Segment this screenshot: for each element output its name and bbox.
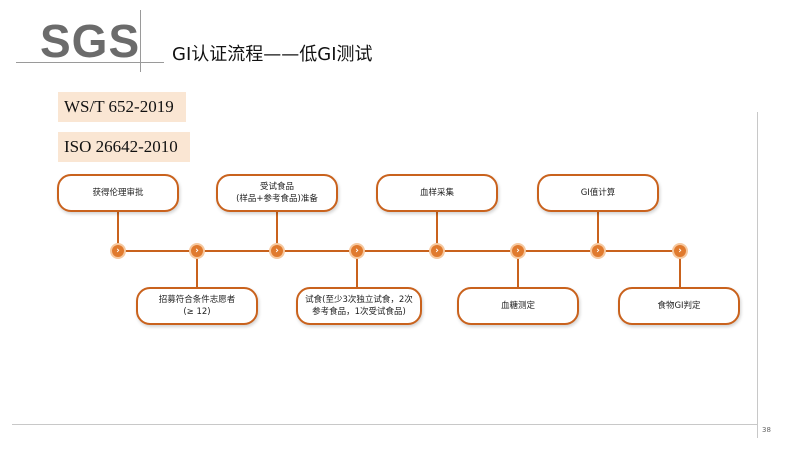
process-timeline: [118, 250, 680, 252]
step-box-ethics-approval: 获得伦理审批: [57, 174, 179, 212]
timeline-node-2: ›: [189, 243, 205, 259]
sgs-logo: SGS: [40, 15, 141, 67]
connector-bottom-1: [196, 250, 198, 287]
page-number: 38: [762, 426, 771, 434]
timeline-node-7: ›: [590, 243, 606, 259]
slide-title: GI认证流程——低GI测试: [172, 44, 373, 65]
step-box-recruit-volunteers: 招募符合条件志愿者 (≥ 12): [136, 287, 258, 325]
bottom-divider: [12, 424, 758, 425]
step-box-food-trials: 试食(至少3次独立试食，2次 参考食品，1次受试食品): [296, 287, 422, 325]
timeline-node-4: ›: [349, 243, 365, 259]
standard-badge-iso: ISO 26642-2010: [58, 132, 190, 162]
connector-top-2: [276, 212, 278, 250]
standard-badge-ws: WS/T 652-2019: [58, 92, 186, 122]
step-box-glucose-measure: 血糖测定: [457, 287, 579, 325]
timeline-node-6: ›: [510, 243, 526, 259]
step-box-gi-calculation: GI值计算: [537, 174, 659, 212]
step-box-blood-sampling: 血样采集: [376, 174, 498, 212]
timeline-node-8: ›: [672, 243, 688, 259]
connector-top-1: [117, 212, 119, 250]
connector-bottom-3: [517, 250, 519, 287]
timeline-node-1: ›: [110, 243, 126, 259]
right-divider: [757, 112, 758, 438]
logo-horizontal-rule: [16, 62, 164, 63]
step-box-gi-judgement: 食物GI判定: [618, 287, 740, 325]
step-box-test-food-prep: 受试食品 (样品+参考食品)准备: [216, 174, 338, 212]
connector-bottom-4: [679, 250, 681, 287]
connector-top-3: [436, 212, 438, 250]
connector-bottom-2: [356, 250, 358, 287]
connector-top-4: [597, 212, 599, 250]
timeline-node-5: ›: [429, 243, 445, 259]
logo-vertical-rule: [140, 10, 141, 72]
timeline-node-3: ›: [269, 243, 285, 259]
